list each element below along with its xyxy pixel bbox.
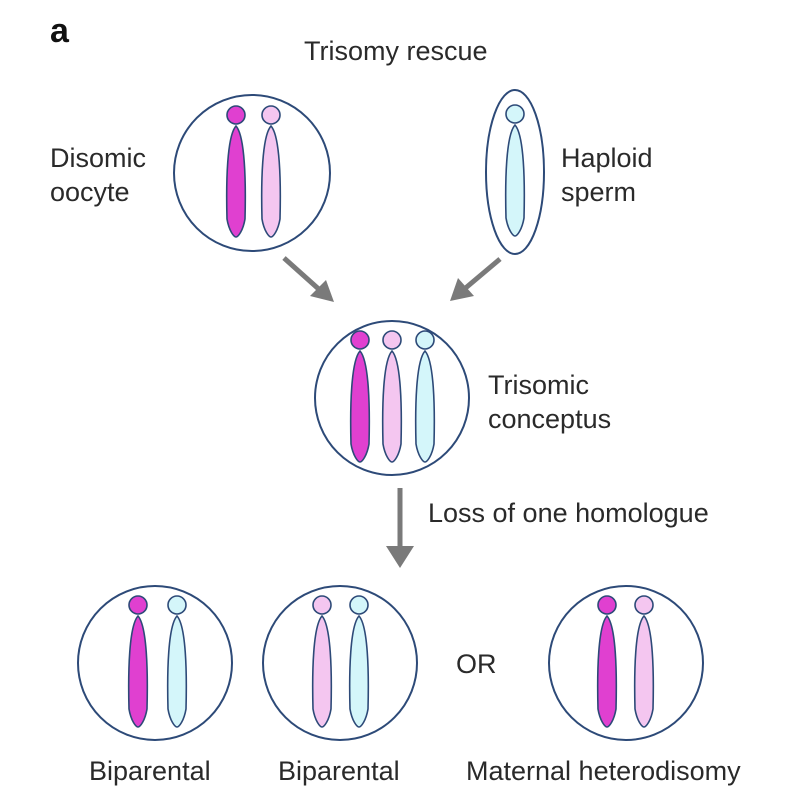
centromere [167, 595, 187, 615]
outcome-2-label: Biparental [278, 756, 400, 786]
chromosome-arm [381, 349, 403, 463]
sperm-label-line2: sperm [561, 177, 637, 207]
chromosome-arm [633, 614, 655, 728]
chromosome-arm [166, 614, 188, 728]
centromere [382, 330, 402, 350]
loss-label: Loss of one homologue [428, 498, 709, 528]
panel-letter: a [50, 12, 69, 50]
centromere [505, 104, 525, 124]
or-label: OR [456, 649, 497, 679]
arrow-sperm-to-conceptus [450, 257, 502, 301]
outcome-cell-3 [548, 585, 704, 741]
outcome-cell-1 [77, 585, 233, 741]
oocyte-membrane [173, 94, 331, 252]
outcome-1-membrane [77, 585, 233, 741]
centromere [226, 105, 246, 125]
sperm-label-line1: Haploid [561, 143, 653, 173]
chromosome-arm [414, 349, 436, 463]
centromere [312, 595, 332, 615]
chromosome-paternal [414, 330, 436, 463]
chromosome-maternal-dark [225, 105, 247, 238]
oocyte-cell [173, 94, 331, 252]
oocyte-label-line1: Disomic [50, 143, 147, 173]
centromere [349, 595, 369, 615]
outcome-3-membrane [548, 585, 704, 741]
centromere [261, 105, 281, 125]
centromere [128, 595, 148, 615]
centromere [634, 595, 654, 615]
arrow-oocyte-to-conceptus [282, 256, 334, 302]
outcome-cell-2 [262, 585, 418, 741]
chromosome-arm [596, 614, 618, 728]
oocyte-label-line2: oocyte [50, 177, 130, 207]
chromosome-paternal [166, 595, 188, 728]
chromosome-maternal-dark [349, 330, 371, 463]
centromere [350, 330, 370, 350]
chromosome-paternal [504, 104, 526, 237]
conceptus-label-line1: Trisomic [488, 370, 589, 400]
chromosome-arm [504, 123, 526, 237]
conceptus-cell [314, 320, 470, 476]
outcome-3-label: Maternal heterodisomy [466, 756, 741, 786]
outcome-1-label: Biparental [89, 756, 211, 786]
arrow-loss [386, 488, 414, 568]
sperm-cell [485, 89, 545, 255]
centromere [597, 595, 617, 615]
chromosome-arm [349, 349, 371, 463]
chromosome-maternal-light [633, 595, 655, 728]
chromosome-arm [127, 614, 149, 728]
chromosome-maternal-dark [127, 595, 149, 728]
chromosome-maternal-light [311, 595, 333, 728]
diagram-title: Trisomy rescue [304, 36, 488, 66]
chromosome-arm [260, 124, 282, 238]
chromosome-paternal [348, 595, 370, 728]
conceptus-label-line2: conceptus [488, 404, 612, 434]
chromosome-maternal-light [381, 330, 403, 463]
outcome-2-membrane [262, 585, 418, 741]
chromosome-maternal-light [260, 105, 282, 238]
chromosome-arm [311, 614, 333, 728]
chromosome-arm [225, 124, 247, 238]
centromere [415, 330, 435, 350]
chromosome-maternal-dark [596, 595, 618, 728]
chromosome-arm [348, 614, 370, 728]
